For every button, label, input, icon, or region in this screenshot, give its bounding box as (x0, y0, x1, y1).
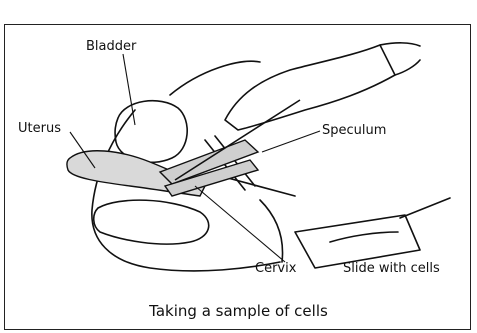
label-speculum: Speculum (322, 124, 386, 137)
slide-smear (330, 232, 398, 242)
label-cervix: Cervix (255, 262, 296, 275)
leader-bladder (123, 54, 135, 125)
bladder-outline (115, 101, 187, 163)
speculum-handle-2 (228, 178, 295, 196)
figure-caption: Taking a sample of cells (0, 302, 477, 320)
swab-stick (400, 198, 450, 218)
label-bladder: Bladder (86, 40, 136, 53)
leader-speculum (262, 131, 320, 152)
thigh-outline (260, 200, 283, 262)
rectum-outline (94, 200, 209, 244)
label-uterus: Uterus (18, 122, 61, 135)
label-slide-with-cells: Slide with cells (343, 262, 440, 275)
glove-cuff (380, 43, 420, 75)
hand-glove (225, 45, 395, 130)
